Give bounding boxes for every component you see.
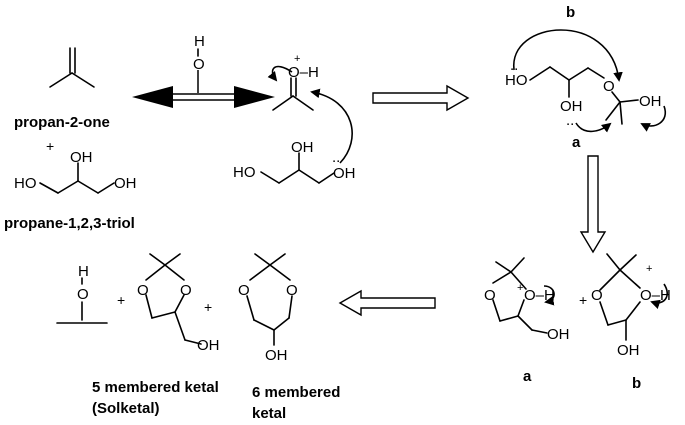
nucleophile-ho-left: HO	[233, 164, 256, 181]
plus-sign-ab: +	[579, 292, 587, 308]
glycerol-nucleophile	[260, 152, 335, 184]
hemiketal-oh-right: OH	[639, 93, 662, 110]
oxonium-b-oh: OH	[617, 342, 640, 359]
six-ketal-oh: OH	[265, 347, 288, 364]
curved-arrow-a	[543, 285, 555, 306]
oxonium-a-structure	[492, 257, 548, 334]
solketal-caption-line1: 5 membered ketal	[92, 379, 219, 396]
protonated-acetone	[272, 77, 314, 111]
six-ketal-caption-line2: ketal	[252, 405, 286, 422]
glycerol-ho-left: HO	[14, 175, 37, 192]
path-b-label-top: b	[566, 4, 575, 21]
curved-arrow-path-a	[575, 122, 612, 133]
oxonium-b-charge: +	[646, 263, 652, 275]
solketal-o-right: O	[180, 282, 192, 299]
oxonium-a-o-ring: O	[484, 287, 496, 304]
oxonium-b-structure	[599, 253, 641, 341]
water-h: H	[194, 33, 205, 50]
oxonium-a-oh: OH	[547, 326, 570, 343]
curved-arrow-b	[650, 283, 668, 309]
water-product-o: O	[77, 286, 89, 303]
propanetriol-label: propane-1,2,3-triol	[4, 215, 135, 232]
reaction-arrow-left	[338, 289, 436, 317]
glycerol-oh-right: OH	[114, 175, 137, 192]
hemiketal-o-ring: O	[603, 78, 615, 95]
curved-arrow-path-b	[513, 29, 623, 82]
solketal-structure	[145, 253, 202, 345]
glycerol-structure	[39, 162, 115, 194]
oxonium-b-o-ring: O	[591, 287, 603, 304]
oxonium-a-charge: +	[517, 282, 523, 294]
six-ketal-caption-line1: 6 membered	[252, 384, 340, 401]
hemiketal-oh-mid: OH	[560, 98, 583, 115]
equilibrium-arrow	[132, 70, 275, 108]
reaction-arrow-right	[372, 84, 470, 112]
hemiketal-lone-pair-mid: ..	[566, 112, 574, 129]
curved-arrow-oh-leaving	[640, 105, 667, 132]
reaction-arrow-down	[579, 155, 607, 254]
six-ketal-o-right: O	[286, 282, 298, 299]
plus-sign-ketals: +	[204, 299, 212, 315]
hemiketal-ho-left: HO	[505, 72, 528, 89]
oxonium-b-o-h: O–H	[640, 287, 671, 304]
curved-arrow-attack	[310, 88, 353, 164]
path-a-label-bottom: a	[523, 368, 532, 385]
propanone-label: propan-2-one	[14, 114, 110, 131]
water-o: O	[193, 56, 205, 73]
six-ketal-o-left: O	[238, 282, 250, 299]
hemiketal-structure	[529, 66, 639, 125]
oxonium-charge: +	[294, 53, 300, 65]
protonated-o-h: O–H	[288, 64, 319, 81]
water-product-h: H	[78, 263, 89, 280]
nucleophile-oh-right: OH	[333, 165, 356, 182]
solketal-oh: OH	[197, 337, 220, 354]
lone-pair: ..	[332, 149, 340, 166]
glycerol-oh-top: OH	[70, 149, 93, 166]
nucleophile-oh-top: OH	[291, 139, 314, 156]
six-membered-ketal-structure	[246, 253, 293, 346]
path-a-label-top: a	[572, 134, 581, 151]
solketal-o-left: O	[137, 282, 149, 299]
plus-sign: +	[46, 138, 54, 154]
curved-arrow-protonation	[267, 65, 293, 82]
water-product	[56, 277, 108, 324]
propanone-structure	[49, 47, 95, 88]
solketal-caption-line2: (Solketal)	[92, 400, 160, 417]
path-b-label-bottom: b	[632, 375, 641, 392]
plus-sign-water: +	[117, 292, 125, 308]
